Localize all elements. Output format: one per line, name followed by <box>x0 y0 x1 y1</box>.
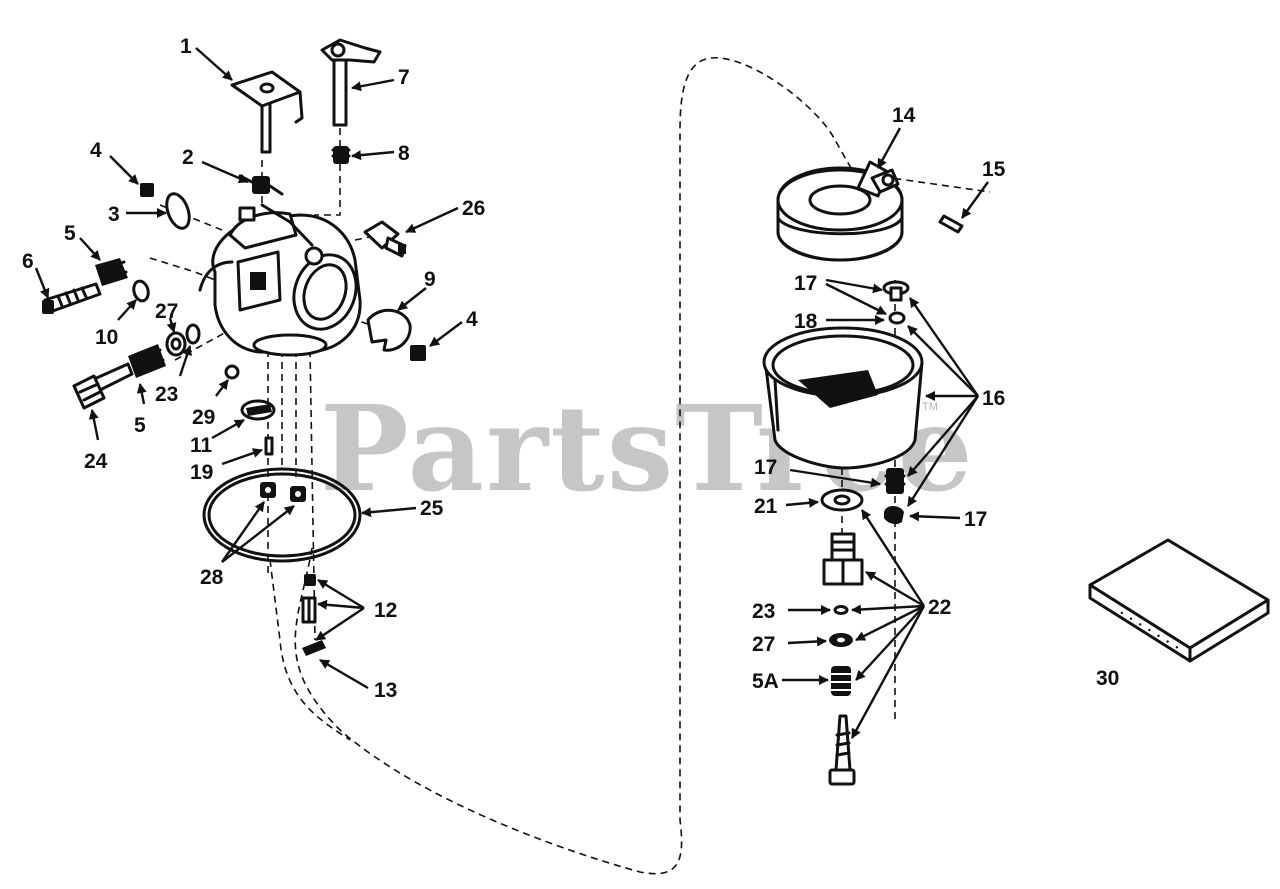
part-24-idle-needle <box>72 362 134 410</box>
callout-18: 18 <box>794 310 818 333</box>
callout-27-left: 27 <box>155 300 178 323</box>
part-11-float-valve <box>240 399 276 421</box>
callout-23-right: 23 <box>752 600 775 623</box>
callout-6: 6 <box>22 250 34 273</box>
part-1-bracket <box>230 70 304 154</box>
callout-10: 10 <box>95 326 118 349</box>
callout-8: 8 <box>398 142 410 165</box>
callout-28: 28 <box>200 566 224 589</box>
callout-5-lower: 5 <box>134 414 146 437</box>
callout-25: 25 <box>420 497 444 520</box>
part-3-choke-plate <box>165 192 191 230</box>
part-19-pin <box>264 436 274 456</box>
callout-4-right: 4 <box>466 308 478 331</box>
part-18-washer <box>888 311 906 325</box>
callout-24: 24 <box>84 450 108 473</box>
callout-11: 11 <box>190 434 213 457</box>
part-25-bowl-gasket <box>202 467 362 563</box>
part-28-seals <box>260 482 306 502</box>
callout-29: 29 <box>192 406 215 429</box>
part-22-bowl-nut <box>822 532 864 586</box>
callout-4-top: 4 <box>90 139 102 162</box>
part-12-jet-parts <box>301 574 317 624</box>
callout-15: 15 <box>982 158 1006 181</box>
part-22-main-needle <box>828 714 856 786</box>
part-23-oring-right <box>833 605 849 615</box>
callout-19: 19 <box>190 461 213 484</box>
part-21-washer <box>820 488 864 512</box>
part-4-screw-right <box>410 345 426 361</box>
part-2-spring <box>238 174 284 196</box>
leader-lines <box>34 47 989 739</box>
part-9-throttle-plate <box>366 309 412 352</box>
callout-1: 1 <box>180 35 192 58</box>
part-15-hinge-pin <box>938 214 964 234</box>
callout-9: 9 <box>424 268 436 291</box>
part-8-spring <box>331 146 351 164</box>
callout-30: 30 <box>1096 667 1119 690</box>
callout-12: 12 <box>374 599 397 622</box>
part-5-spring-lower <box>128 344 166 378</box>
part-4-screw-top <box>140 183 154 197</box>
callout-17-clip: 17 <box>964 508 987 531</box>
callout-7: 7 <box>398 66 410 89</box>
part-5A-spring <box>831 666 851 696</box>
callout-23-left: 23 <box>155 383 178 406</box>
part-6-screw <box>42 282 102 314</box>
part-23-washer-left <box>185 323 201 345</box>
part-17-needle-top <box>882 280 910 302</box>
part-26-fuel-inlet <box>363 220 407 258</box>
part-5-spring-upper <box>95 258 128 286</box>
watermark-trademark: TM <box>922 401 938 413</box>
part-17-clip <box>884 506 904 525</box>
float-bowl <box>762 326 924 470</box>
callout-26: 26 <box>462 197 485 220</box>
callout-labels: 1 7 8 2 4 3 26 5 6 10 27 9 4 23 5 24 29 … <box>22 35 1119 702</box>
part-7-shaft <box>320 38 382 127</box>
part-27-washer-left <box>165 331 187 357</box>
part-30-filter-pad: • • • • • • • <box>1088 538 1270 663</box>
callout-5A: 5A <box>752 670 779 693</box>
part-17-spring <box>884 468 906 494</box>
callout-21: 21 <box>754 495 778 518</box>
part-14-float <box>776 160 904 262</box>
callout-13: 13 <box>374 679 397 702</box>
part-10-oring <box>132 279 150 303</box>
callout-27-right: 27 <box>752 633 775 656</box>
part-29-ball <box>224 364 240 380</box>
callout-14: 14 <box>892 104 916 127</box>
callout-5-upper: 5 <box>64 222 76 245</box>
callout-17-top: 17 <box>794 272 817 295</box>
callout-2: 2 <box>182 146 194 169</box>
callout-3: 3 <box>108 203 120 226</box>
carburetor-body <box>198 203 362 357</box>
callout-16: 16 <box>982 387 1005 410</box>
part-13-clip <box>302 640 326 656</box>
callout-17-mid: 17 <box>754 456 777 479</box>
callout-22: 22 <box>928 596 951 619</box>
part-27-washer-right <box>829 633 853 647</box>
